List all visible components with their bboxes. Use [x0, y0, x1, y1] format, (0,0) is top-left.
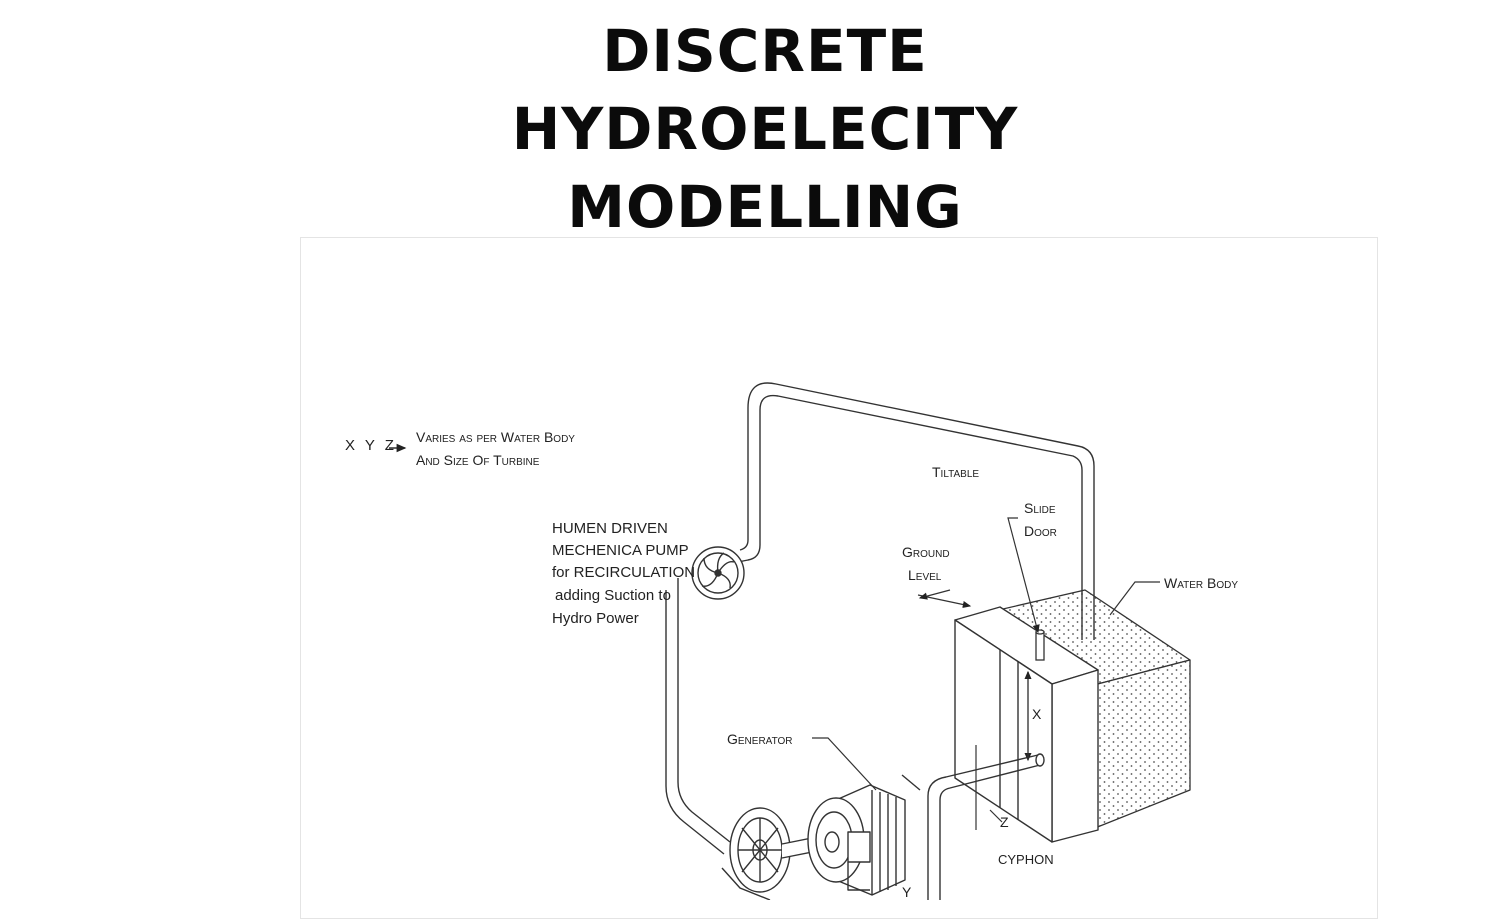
leader-lines: [812, 517, 1160, 791]
tiltable-label: Tiltable: [932, 464, 980, 480]
pump-label-line-1: HUMEN DRIVEN: [552, 520, 668, 537]
title-line-1: DISCRETE: [602, 17, 928, 85]
pump-label-line-4: adding Suction to: [555, 587, 671, 604]
pump-label-line-5: Hydro Power: [552, 610, 639, 627]
dimension-y-label: Y: [902, 884, 912, 900]
water-body-label: Water Body: [1164, 575, 1239, 591]
ground-level-label-line-1: Ground: [902, 544, 950, 560]
dimension-z-label: Z: [1000, 814, 1009, 830]
pump-label-line-3: for RECIRCULATION: [552, 564, 696, 581]
title-block: DISCRETE HYDROELECITY MODELLING: [0, 12, 1500, 246]
recirculation-pipe: [665, 382, 1095, 855]
generator: [807, 784, 906, 896]
pump: [691, 546, 745, 600]
title-line-2: HYDROELECITY: [511, 95, 1019, 163]
legend-text-line-1: Varies as per Water Body: [416, 429, 575, 445]
diagram-drawing: [389, 382, 1191, 900]
slide-door-label-line-1: Slide: [1024, 500, 1056, 516]
legend-text-line-2: And Size Of Turbine: [416, 452, 540, 468]
title-line-3: MODELLING: [567, 173, 963, 241]
dimension-x-label: X: [1032, 706, 1042, 722]
cyphon-label: CYPHON: [998, 852, 1054, 867]
turbine: [721, 807, 791, 900]
slide-door-label-line-2: Door: [1024, 523, 1057, 539]
generator-label: Generator: [727, 731, 793, 747]
dimension-lines: [975, 670, 1032, 830]
ground-level-label-line-2: Level: [908, 567, 942, 583]
slide-door-post: [1035, 629, 1045, 661]
cyphon-pipe: [901, 753, 1045, 900]
legend-symbol: X Y Z: [345, 437, 397, 454]
pump-label-line-2: MECHENICA PUMP: [552, 542, 689, 559]
